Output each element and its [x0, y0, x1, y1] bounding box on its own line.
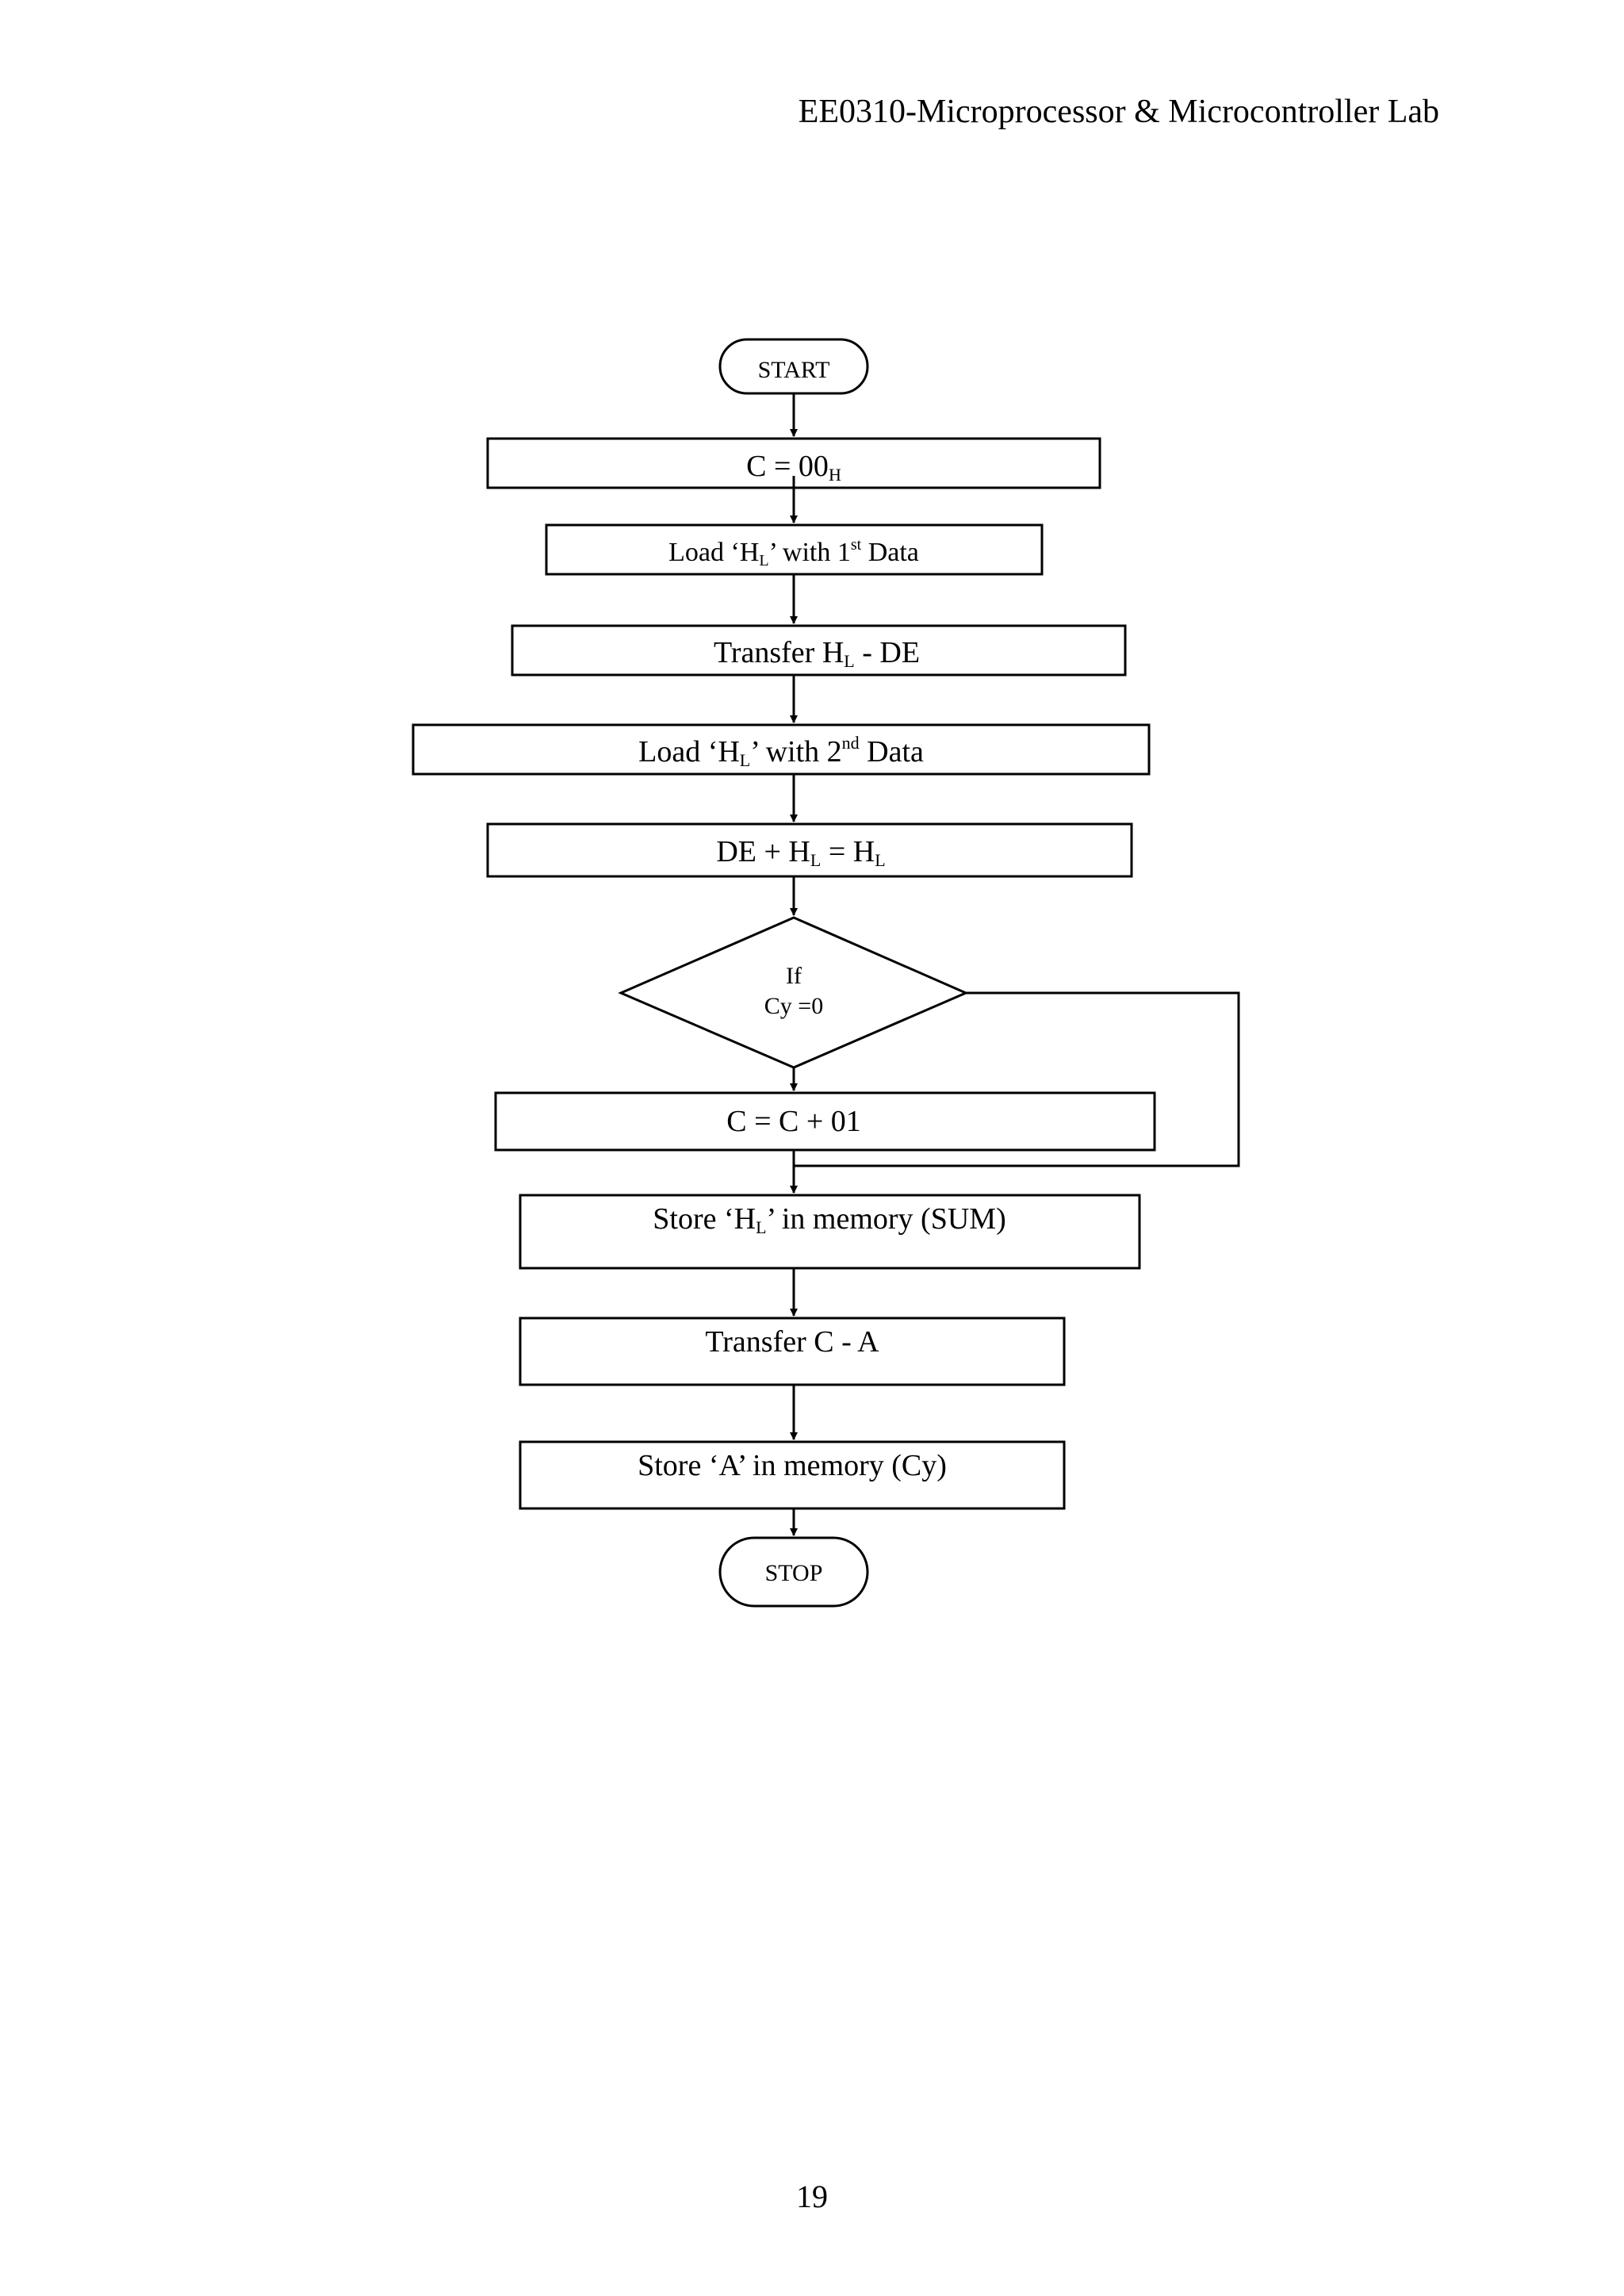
step-store-carry-text: Store ‘A’ in memory (Cy) — [638, 1449, 947, 1482]
step-transfer-hl-de — [511, 624, 1127, 677]
step-transfer-c-a-text: Transfer C - A — [705, 1325, 879, 1359]
stop-terminator — [718, 1536, 869, 1608]
step-load-first-data — [545, 523, 1044, 576]
decision-line-1: If — [786, 963, 802, 989]
page-header: EE0310-Microprocessor & Microcontroller … — [798, 94, 1439, 130]
step-load-second-data — [412, 723, 1151, 776]
step-store-sum — [519, 1194, 1141, 1270]
step-transfer-c-a — [519, 1317, 1066, 1386]
step-store-carry — [519, 1440, 1066, 1510]
step-increment-c — [494, 1091, 1156, 1152]
step-transfer-hl-de-text: Transfer HL - DE — [714, 636, 920, 671]
step-init-c-text: C = 00H — [746, 450, 841, 485]
page-number: 19 — [796, 2179, 828, 2214]
step-load-second-data-text: Load ‘HL’ with 2nd Data — [638, 733, 924, 770]
step-load-first-data-text: Load ‘HL’ with 1st Data — [668, 536, 919, 569]
step-add-de-hl — [486, 822, 1133, 878]
step-increment-c-text: C = C + 01 — [726, 1105, 861, 1138]
stop-label: STOP — [765, 1560, 823, 1586]
step-add-de-hl-text: DE + HL = HL — [716, 835, 885, 870]
step-store-sum-text: Store ‘HL’ in memory (SUM) — [653, 1202, 1005, 1237]
decision-line-2: Cy =0 — [764, 993, 823, 1019]
start-label: START — [758, 357, 830, 383]
bypass-connector — [794, 991, 1240, 1167]
